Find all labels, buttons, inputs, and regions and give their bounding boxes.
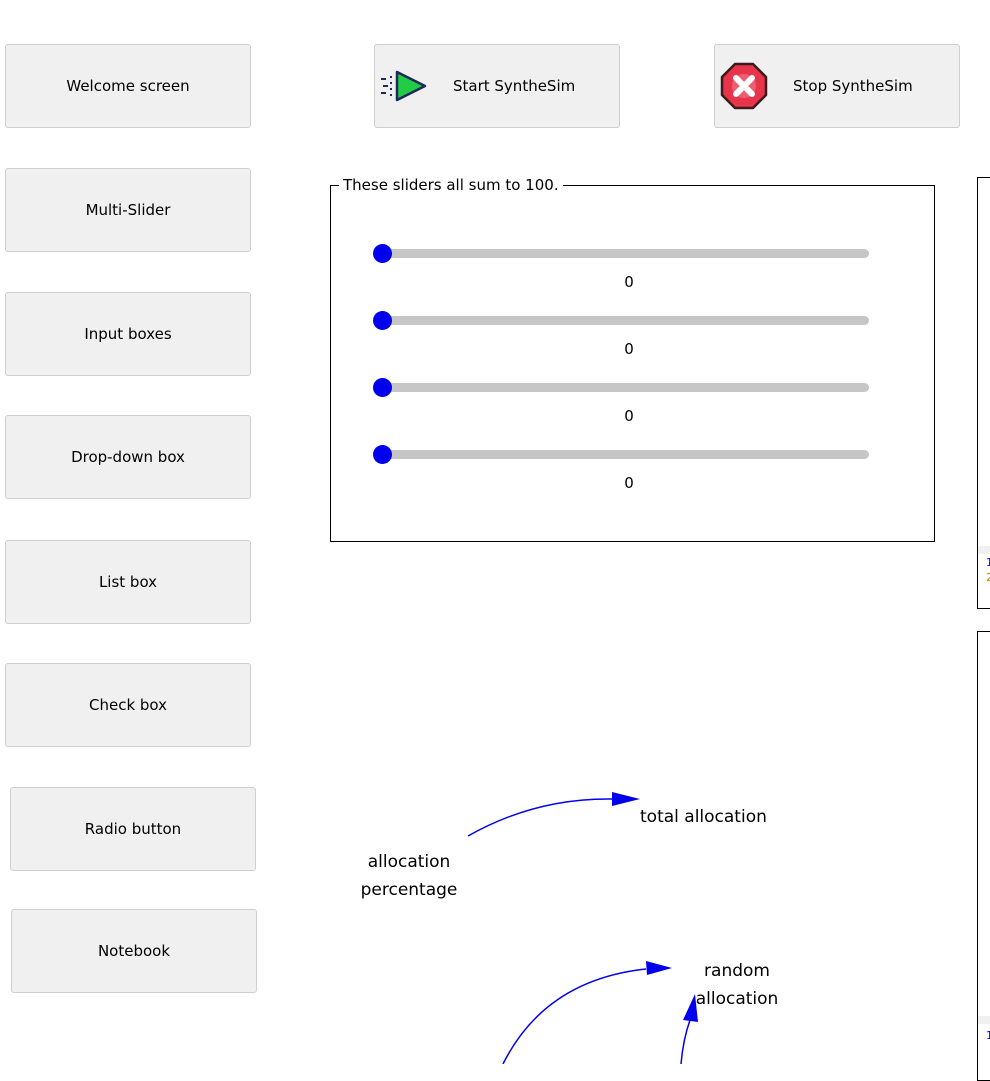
graph-panel-bottom-legend-mark: 1 [986,1029,990,1042]
multi-slider-label: Multi-Slider [85,201,171,219]
slider-2-track [381,316,869,325]
allocation-percentage-label[interactable]: allocation percentage [360,852,458,900]
start-synthesim-button[interactable]: Start SyntheSim [374,44,620,128]
slider-4[interactable] [373,445,869,465]
start-synthesim-label: Start SyntheSim [453,77,576,95]
slider-3[interactable] [373,378,869,398]
arrowhead-random [646,961,672,975]
random-allocation-label[interactable]: random allocation [695,961,779,1009]
play-arrow-icon [381,66,431,106]
arrow-percentage-to-total [467,798,613,837]
welcome-screen-label: Welcome screen [66,77,190,95]
stop-synthesim-button[interactable]: Stop SyntheSim [714,44,960,128]
slider-3-value: 0 [624,407,634,425]
radio-button-button[interactable]: Radio button [10,787,256,871]
graph-panel-top-legend-mark: 1 [986,556,990,569]
input-boxes-button[interactable]: Input boxes [5,292,251,376]
multi-slider-button[interactable]: Multi-Slider [5,168,251,252]
arrow-up-to-random [680,1019,691,1064]
arrowhead-total [612,792,640,806]
sliders-groupbox: These sliders all sum to 100. 0 0 0 0 [330,175,935,542]
graph-panel-top[interactable]: 1 2 [977,177,990,609]
welcome-screen-button[interactable]: Welcome screen [5,44,251,128]
check-box-button[interactable]: Check box [5,663,251,747]
check-box-label: Check box [88,696,168,714]
drop-down-box-button[interactable]: Drop-down box [5,415,251,499]
slider-1[interactable] [373,244,869,264]
stop-synthesim-label: Stop SyntheSim [793,77,913,95]
input-boxes-label: Input boxes [84,325,172,343]
notebook-button[interactable]: Notebook [11,909,257,993]
graph-panel-top-strip [978,546,990,554]
notebook-label: Notebook [97,942,171,960]
total-allocation-label[interactable]: total allocation [640,807,767,827]
slider-4-track [381,450,869,459]
list-box-button[interactable]: List box [5,540,251,624]
slider-1-thumb[interactable] [373,244,392,263]
sliders-groupbox-title: These sliders all sum to 100. [339,175,563,195]
slider-3-track [381,383,869,392]
slider-4-value: 0 [624,474,634,492]
slider-1-track [381,249,869,258]
stop-octagon-icon [719,62,769,110]
graph-panel-top-legend-mark-2: 2 [986,571,990,584]
slider-2-thumb[interactable] [373,311,392,330]
slider-2-value: 0 [624,340,634,358]
graph-panel-bottom[interactable]: 1 [977,631,990,1081]
radio-button-label: Radio button [84,820,182,838]
drop-down-box-label: Drop-down box [71,448,185,466]
slider-1-value: 0 [624,273,634,291]
graph-panel-bottom-strip [978,1016,990,1024]
arrow-to-random [502,968,647,1064]
list-box-label: List box [98,573,158,591]
slider-3-thumb[interactable] [373,378,392,397]
slider-2[interactable] [373,311,869,331]
slider-4-thumb[interactable] [373,445,392,464]
